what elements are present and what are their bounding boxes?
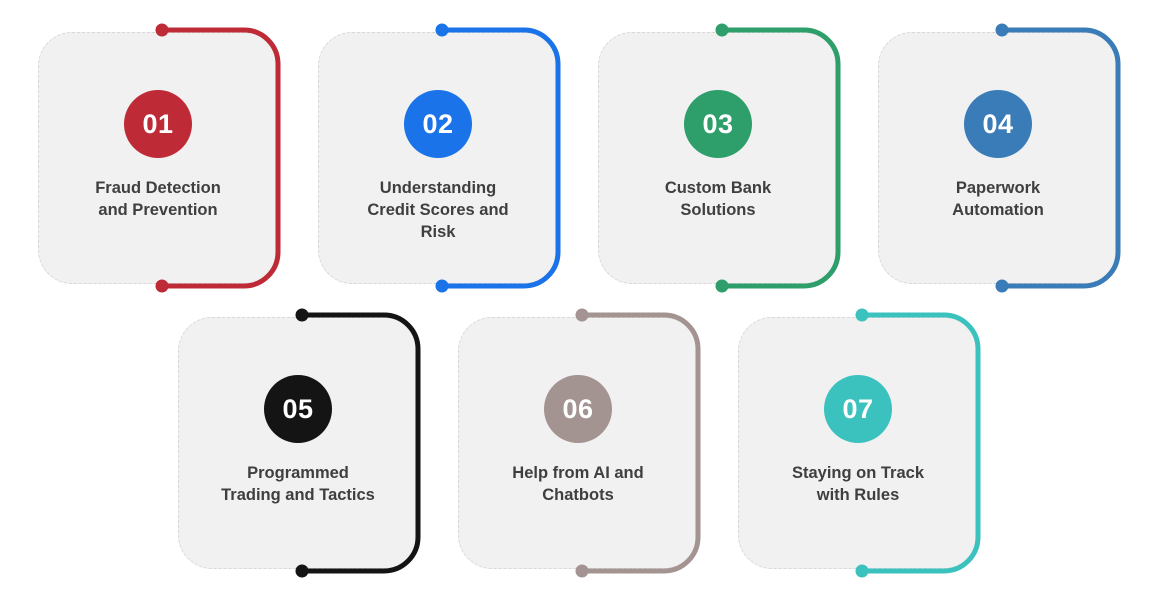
- step-number-badge: 06: [544, 375, 612, 443]
- card-title: Understanding Credit Scores and Risk: [367, 179, 509, 241]
- step-number-badge: 05: [264, 375, 332, 443]
- step-number-badge: 01: [124, 90, 192, 158]
- card-title: Programmed Trading and Tactics: [221, 464, 375, 504]
- step-number-badge: 07: [824, 375, 892, 443]
- step-number-badge: 02: [404, 90, 472, 158]
- card-title: Custom Bank Solutions: [664, 179, 772, 219]
- card-title: Help from AI and Chatbots: [512, 464, 644, 504]
- step-number-badge: 03: [684, 90, 752, 158]
- card-title: Paperwork Automation: [952, 179, 1044, 219]
- step-number-badge: 04: [964, 90, 1032, 158]
- card-title: Fraud Detection and Prevention: [95, 179, 221, 219]
- card-title: Staying on Track with Rules: [791, 464, 925, 504]
